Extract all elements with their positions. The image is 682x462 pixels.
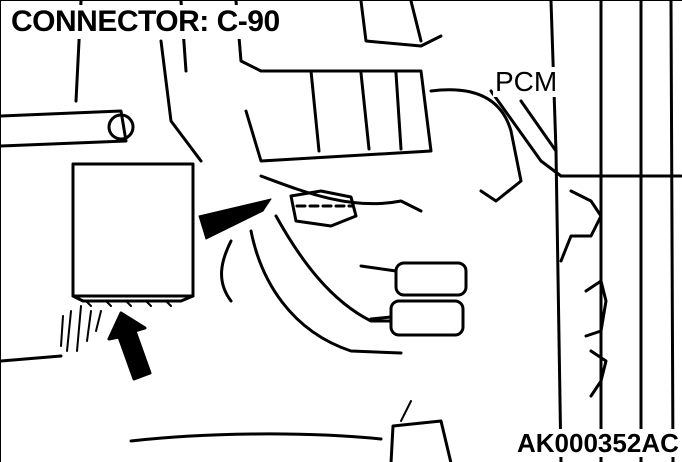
diagram-title: CONNECTOR: C-90 [11, 5, 284, 39]
pcm-label: PCM [493, 66, 560, 97]
figure-code: AK000352AC [517, 428, 679, 458]
